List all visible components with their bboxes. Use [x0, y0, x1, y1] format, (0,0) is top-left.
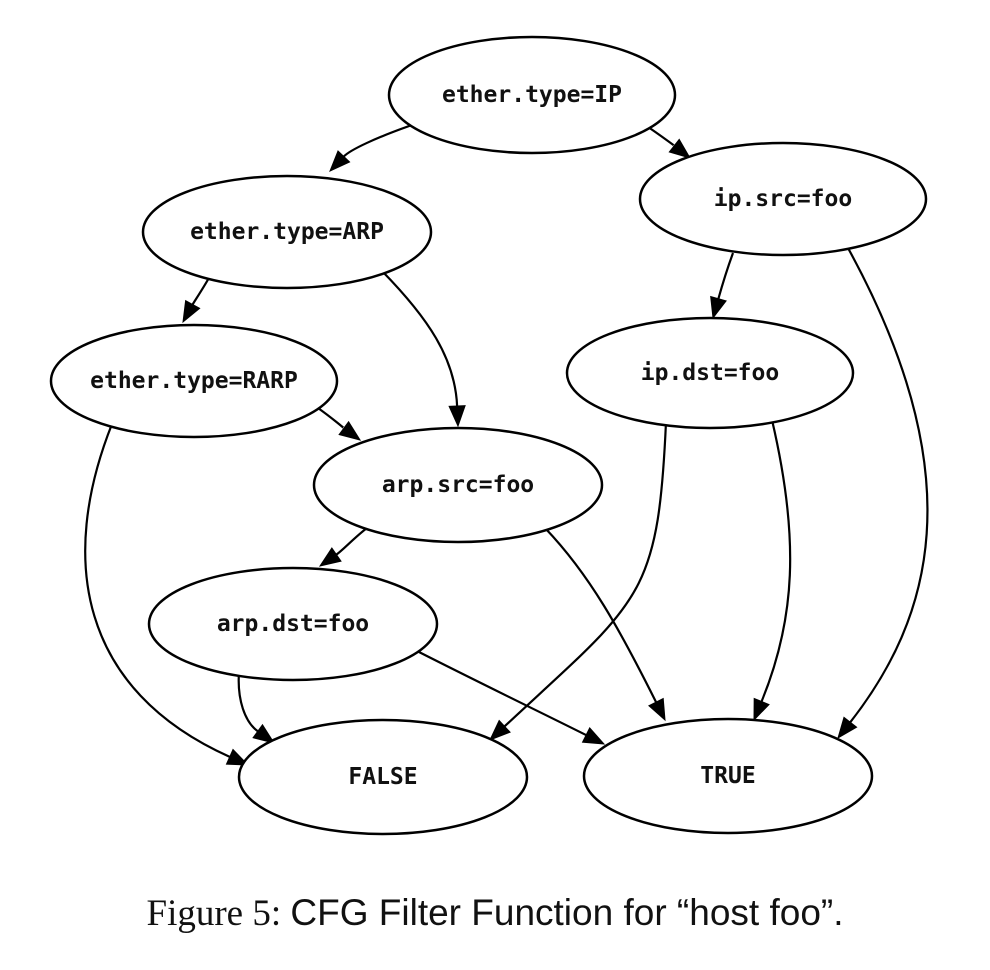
node-label: ip.dst=foo: [641, 360, 779, 386]
arrowhead-icon: [837, 716, 858, 740]
edge-ip-dst-to-false: [489, 421, 668, 741]
node-shape: [565, 316, 855, 430]
arrowhead-icon: [225, 748, 250, 766]
edge-line: [317, 407, 345, 430]
caption-text: CFG Filter Function for “host foo”.: [290, 892, 844, 933]
node-shape: [387, 35, 677, 155]
arrowhead-icon: [252, 723, 276, 744]
arrowhead-icon: [329, 150, 351, 172]
node-shape: [582, 717, 874, 835]
node-ip-src: ip.src=foo: [638, 141, 928, 257]
node-label: ip.src=foo: [714, 186, 852, 212]
edge-arp-dst-to-true: [416, 650, 606, 745]
node-ip-dst: ip.dst=foo: [565, 316, 855, 430]
node-label: arp.dst=foo: [217, 611, 369, 637]
caption-prefix: Figure 5:: [146, 893, 282, 934]
node-label: ether.type=ARP: [190, 219, 384, 245]
node-shape: [49, 323, 339, 439]
arrowhead-icon: [581, 727, 606, 745]
node-shape: [312, 426, 604, 544]
arrowhead-icon: [448, 405, 466, 428]
edge-arp-src-to-arp-dst: [318, 527, 368, 567]
edge-ether-arp-to-arp-src: [381, 270, 466, 428]
edge-ether-ip-to-ip-src: [647, 126, 692, 159]
arrowhead-icon: [489, 719, 511, 741]
edge-ether-ip-to-ether-arp: [329, 123, 413, 172]
arrowhead-icon: [182, 299, 201, 324]
edge-ether-rarp-to-false: [84, 423, 250, 766]
node-shape: [147, 566, 439, 682]
arrowhead-icon: [668, 138, 692, 159]
node-true: TRUE: [582, 717, 874, 835]
edges-layer: [84, 123, 929, 766]
edge-line: [717, 252, 735, 300]
node-shape: [638, 141, 928, 257]
node-arp-dst: arp.dst=foo: [147, 566, 439, 682]
node-arp-src: arp.src=foo: [312, 426, 604, 544]
arrowhead-icon: [338, 420, 362, 441]
node-label: arp.src=foo: [382, 472, 534, 498]
figure-caption: Figure 5: CFG Filter Function for “host …: [0, 892, 990, 935]
edge-line: [503, 421, 668, 728]
edge-ip-dst-to-true: [753, 419, 792, 722]
node-ether-arp: ether.type=ARP: [141, 174, 433, 290]
edge-line: [342, 123, 413, 158]
edge-ether-arp-to-ether-rarp: [182, 275, 211, 324]
node-shape: [237, 718, 529, 836]
edge-line: [544, 527, 658, 703]
arrowhead-icon: [753, 697, 770, 722]
edge-line: [847, 247, 929, 723]
arrowhead-icon: [710, 295, 727, 320]
cfg-diagram: ether.type=IP ether.type=ARP ip.src=foo eth…: [49, 35, 929, 836]
node-label: TRUE: [700, 763, 755, 789]
edge-line: [381, 270, 459, 407]
edge-line: [416, 650, 587, 737]
node-false: FALSE: [237, 718, 529, 836]
node-label: ether.type=RARP: [90, 368, 298, 394]
edge-ip-src-to-true: [837, 247, 929, 740]
node-shape: [141, 174, 433, 290]
arrowhead-icon: [318, 547, 342, 567]
node-ether-ip: ether.type=IP: [387, 35, 677, 155]
edge-line: [760, 419, 792, 702]
node-label: ether.type=IP: [442, 82, 622, 108]
edge-arp-src-to-true: [544, 527, 666, 722]
edge-ip-src-to-ip-dst: [710, 252, 735, 320]
node-label: FALSE: [348, 764, 417, 790]
nodes-layer: ether.type=IP ether.type=ARP ip.src=foo eth…: [49, 35, 928, 836]
edge-line: [647, 126, 676, 147]
edge-arp-dst-to-false: [237, 671, 276, 744]
arrowhead-icon: [648, 697, 666, 722]
edge-line: [84, 423, 231, 758]
edge-line: [335, 527, 368, 556]
node-ether-rarp: ether.type=RARP: [49, 323, 339, 439]
edge-line: [237, 671, 259, 733]
edge-ether-rarp-to-arp-src: [317, 407, 362, 441]
edge-line: [191, 275, 211, 306]
